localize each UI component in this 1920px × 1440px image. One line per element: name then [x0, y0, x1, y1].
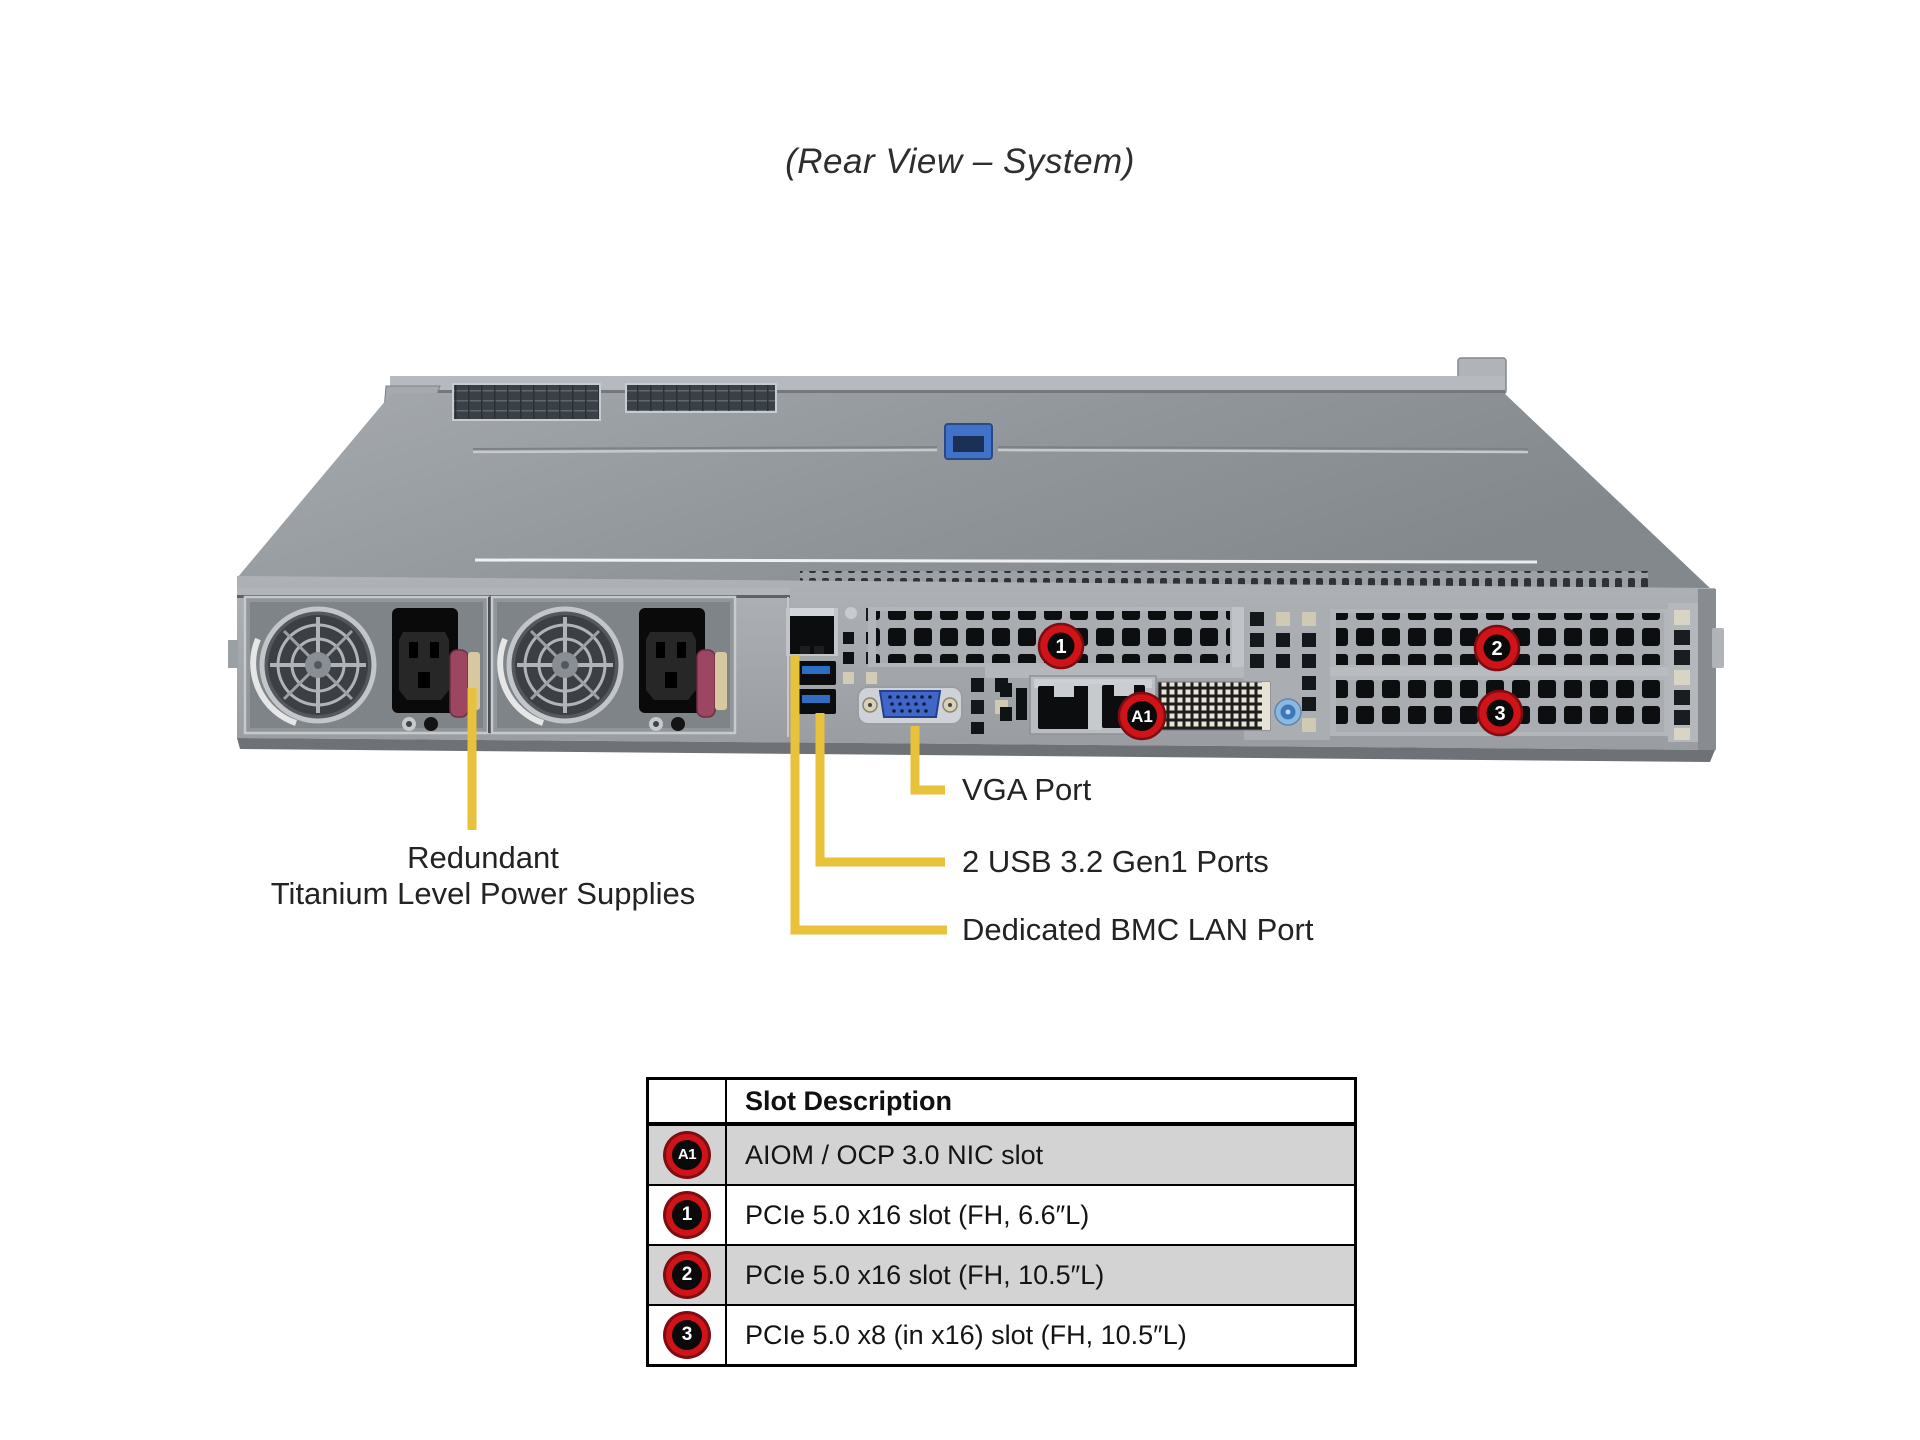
- svg-text:3: 3: [1494, 703, 1505, 725]
- cover-latch: [944, 423, 993, 460]
- chassis-right-edge: [1698, 589, 1716, 750]
- slot-description: PCIe 5.0 x8 (in x16) slot (FH, 10.5″L): [725, 1304, 1357, 1367]
- bmc-lan-label: Dedicated BMC LAN Port: [962, 912, 1314, 947]
- badge-column-header: [646, 1077, 727, 1126]
- table-row: A1 AIOM / OCP 3.0 NIC slot: [646, 1123, 1357, 1186]
- slot-description: AIOM / OCP 3.0 NIC slot: [725, 1123, 1357, 1186]
- table-row: 1 PCIe 5.0 x16 slot (FH, 6.6″L): [646, 1184, 1357, 1246]
- vga-port: [857, 686, 963, 725]
- psu-bay: [237, 588, 790, 737]
- ocp-port-left: [1038, 686, 1090, 729]
- badge-slot2: 2: [1473, 624, 1521, 672]
- slot-badge-cell: 2: [646, 1244, 727, 1306]
- svg-text:A1: A1: [1131, 707, 1153, 726]
- page-title: (Rear View – System): [785, 142, 1135, 181]
- slot-description: PCIe 5.0 x16 slot (FH, 10.5″L): [725, 1244, 1357, 1306]
- slot-badge-cell: 1: [646, 1184, 727, 1246]
- table-row: 3 PCIe 5.0 x8 (in x16) slot (FH, 10.5″L): [646, 1304, 1357, 1367]
- slot-description-table: Slot Description A1 AIOM / OCP 3.0 NIC sl…: [646, 1077, 1357, 1367]
- slot-badge-cell: 3: [646, 1304, 727, 1367]
- psu-release-tab: [715, 652, 727, 710]
- table-header-row: Slot Description: [646, 1077, 1357, 1126]
- psu-wire-handle: [250, 637, 298, 726]
- blue-thumbscrew: [1274, 698, 1302, 726]
- psu-release-lever: [696, 649, 716, 718]
- power-supply-left: [243, 595, 490, 735]
- power-supply-right: [490, 595, 737, 735]
- slot-badge: 3: [666, 1314, 708, 1356]
- slot-badge: 2: [666, 1254, 708, 1296]
- right-screw-column: [1668, 603, 1698, 742]
- aiom-vent-grid: [1157, 681, 1271, 731]
- psu-fan-icon: [497, 606, 624, 726]
- bmc-callout-line: [790, 655, 947, 935]
- slot-badge: 1: [666, 1194, 708, 1236]
- usb-ports-label: 2 USB 3.2 Gen1 Ports: [962, 844, 1269, 879]
- usb-ports: [796, 661, 836, 714]
- rear-io-panel: [786, 607, 1008, 734]
- psu-ac-inlet: [639, 608, 705, 713]
- callout-lines: [467, 655, 947, 935]
- badge-aiom: A1: [1117, 691, 1167, 741]
- psu-fan-icon: [250, 606, 377, 726]
- chassis-top-cover: [237, 383, 1712, 590]
- table-row: 2 PCIe 5.0 x16 slot (FH, 10.5″L): [646, 1244, 1357, 1306]
- badge-slot3: 3: [1476, 689, 1524, 737]
- psu-label: Redundant Titanium Level Power Supplies: [183, 840, 783, 912]
- slot-description: PCIe 5.0 x16 slot (FH, 6.6″L): [725, 1184, 1357, 1246]
- svg-text:1: 1: [1055, 636, 1066, 658]
- psu-release-lever: [449, 649, 469, 718]
- slot-badge: A1: [666, 1134, 708, 1176]
- usb-callout-line: [815, 713, 945, 867]
- top-vent-sticker: [625, 383, 777, 413]
- psu-wire-handle: [497, 637, 545, 726]
- vga-callout-line: [910, 726, 945, 795]
- bmc-lan-port: [786, 608, 838, 656]
- psu-label-line1: Redundant: [407, 840, 559, 875]
- badge-slot1: 1: [1037, 622, 1085, 670]
- psu-label-line2: Titanium Level Power Supplies: [270, 876, 696, 911]
- slot-description-header: Slot Description: [725, 1077, 1357, 1126]
- slot-badge-cell: A1: [646, 1123, 727, 1186]
- chassis-bottom-lip: [237, 738, 1715, 762]
- vga-port-label: VGA Port: [962, 772, 1092, 807]
- svg-text:2: 2: [1491, 638, 1502, 660]
- psu-ac-inlet: [392, 608, 458, 713]
- server-rear-view-figure: 1 2 3 A1: [228, 357, 1724, 935]
- top-vent-sticker: [452, 383, 601, 421]
- chassis-left-tab: [228, 640, 238, 668]
